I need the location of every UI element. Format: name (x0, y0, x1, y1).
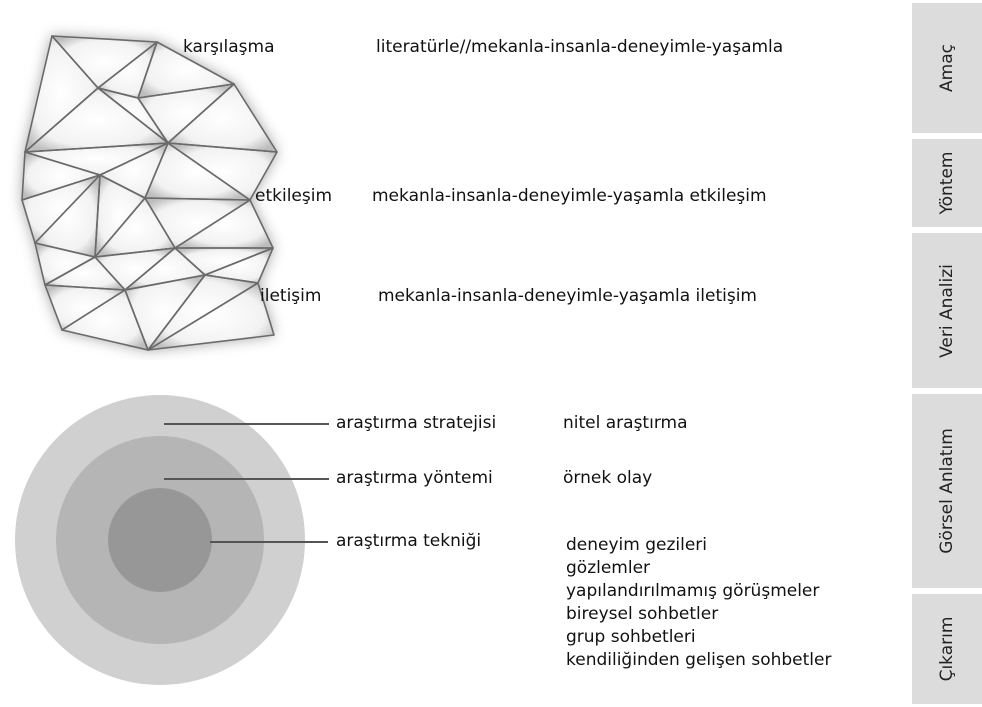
technique-item: gözlemler (566, 558, 651, 578)
onion-value-method: örnek olay (563, 468, 653, 488)
sidebar-tab-cikarim: Çıkarım (912, 594, 982, 704)
mesh-cell (95, 198, 175, 257)
mesh-cell (22, 152, 100, 200)
leader-line-method (164, 478, 329, 480)
mesh-cell (45, 285, 125, 330)
mesh-cell (52, 36, 157, 88)
sidebar-tab-amac: Amaç (912, 3, 982, 133)
sidebar-tab-label: Amaç (937, 44, 957, 92)
mesh-cell (148, 275, 258, 350)
onion-label-method: araştırma yöntemi (336, 468, 493, 488)
mesh-cell (145, 143, 250, 200)
sidebar-tab-veri-analizi: Veri Analizi (912, 233, 982, 388)
sidebar-tab-label: Veri Analizi (937, 263, 957, 358)
mesh-cell (25, 88, 168, 152)
mesh-cell (45, 257, 125, 290)
sidebar-tab-yontem: Yöntem (912, 139, 982, 227)
technique-item: kendiliğinden gelişen sohbetler (566, 650, 832, 670)
leader-line-strategy (164, 423, 329, 425)
mesh-cell (35, 175, 100, 257)
research-onion-diagram (15, 395, 305, 685)
technique-item: deneyim gezileri (566, 535, 708, 555)
mesh-cell (100, 143, 168, 198)
mesh-label-iletisim: iletişim (260, 286, 322, 306)
leader-line-technique (210, 541, 328, 543)
mesh-cell (125, 275, 205, 350)
stage-sidebar: Amaç Yöntem Veri Analizi Görsel Anlatım … (912, 0, 982, 707)
mesh-cell (205, 248, 273, 283)
technique-item: yapılandırılmamış görüşmeler (566, 581, 820, 601)
onion-label-strategy: araştırma stratejisi (336, 413, 497, 433)
technique-item: grup sohbetleri (566, 627, 696, 647)
triangulated-mesh-diagram (21, 35, 278, 351)
mesh-desc-etkilesim: mekanla-insanla-deneyimle-yaşamla etkile… (372, 186, 767, 206)
mesh-cell (148, 283, 274, 350)
mesh-cell (25, 143, 168, 175)
mesh-label-karsilasma: karşılaşma (183, 37, 275, 57)
mesh-cell (25, 36, 98, 152)
sidebar-tab-label: Çıkarım (937, 616, 957, 682)
sidebar-tab-label: Görsel Anlatım (937, 428, 957, 554)
mesh-cell (168, 84, 277, 152)
technique-item: bireysel sohbetler (566, 604, 719, 624)
mesh-cell (168, 143, 277, 200)
mesh-desc-karsilasma: literatürle//mekanla-insanla-deneyimle-y… (376, 37, 784, 57)
mesh-cell (145, 198, 250, 248)
mesh-desc-iletisim: mekanla-insanla-deneyimle-yaşamla iletiş… (378, 286, 757, 306)
mesh-cell (175, 200, 273, 248)
onion-label-technique: araştırma tekniği (336, 531, 482, 551)
sidebar-tab-label: Yöntem (937, 151, 957, 215)
mesh-cell (95, 248, 175, 290)
mesh-edge (147, 282, 275, 351)
mesh-cell (22, 175, 100, 243)
mesh-cell (138, 42, 234, 98)
mesh-cell (95, 175, 145, 257)
inner-ring (108, 488, 212, 592)
sidebar-tab-gorsel-anlatim: Görsel Anlatım (912, 394, 982, 588)
onion-value-strategy: nitel araştırma (563, 413, 688, 433)
mesh-cell (175, 248, 273, 275)
mesh-edge (24, 35, 99, 153)
mesh-cell (125, 248, 205, 290)
mesh-cell (138, 84, 234, 143)
mesh-label-etkilesim: etkileşim (255, 186, 333, 206)
